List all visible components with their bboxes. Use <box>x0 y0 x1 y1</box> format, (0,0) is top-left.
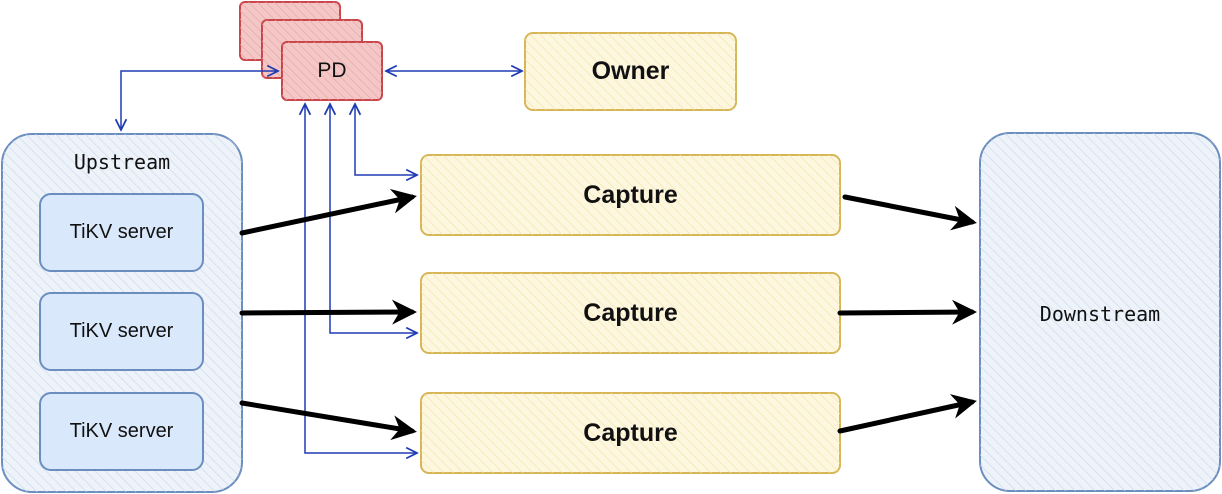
arrow-tikv-3-to-capture-3 <box>239 400 417 441</box>
arrow-capture-1-to-downstream <box>842 194 977 231</box>
tikv-server-box-2 <box>39 292 204 371</box>
owner-box <box>524 32 737 111</box>
arrow-tikv-2-to-capture-2 <box>239 299 417 325</box>
tikv-server-label-1: TiKV server <box>69 221 174 243</box>
arrow-capture-3-to-downstream <box>837 394 977 434</box>
pd-capture-1-connector <box>355 104 417 175</box>
pd-capture-2-connector <box>330 104 417 333</box>
capture-label-3: Capture <box>583 418 678 447</box>
owner-label: Owner <box>591 57 670 85</box>
capture-box-3 <box>420 392 841 474</box>
tikv-server-label-2: TiKV server <box>69 320 174 342</box>
tikv-server-box-1 <box>39 193 204 272</box>
upstream-label: Upstream <box>73 150 171 174</box>
tikv-server-label-3: TiKV server <box>69 420 174 442</box>
pd-stack <box>239 1 383 101</box>
pd-label: PD <box>317 59 347 82</box>
pd-capture-3-connector <box>305 104 417 453</box>
arrow-tikv-1-to-capture-1 <box>239 188 417 236</box>
downstream-container <box>979 132 1221 492</box>
capture-label-1: Capture <box>583 180 678 209</box>
pd-upstream-connector <box>121 71 278 130</box>
downstream-label: Downstream <box>1039 302 1161 326</box>
tikv-server-box-3 <box>39 392 204 471</box>
capture-box-1 <box>420 154 841 236</box>
capture-label-2: Capture <box>583 298 678 327</box>
capture-box-2 <box>420 272 841 354</box>
arrow-capture-2-to-downstream <box>837 299 977 325</box>
